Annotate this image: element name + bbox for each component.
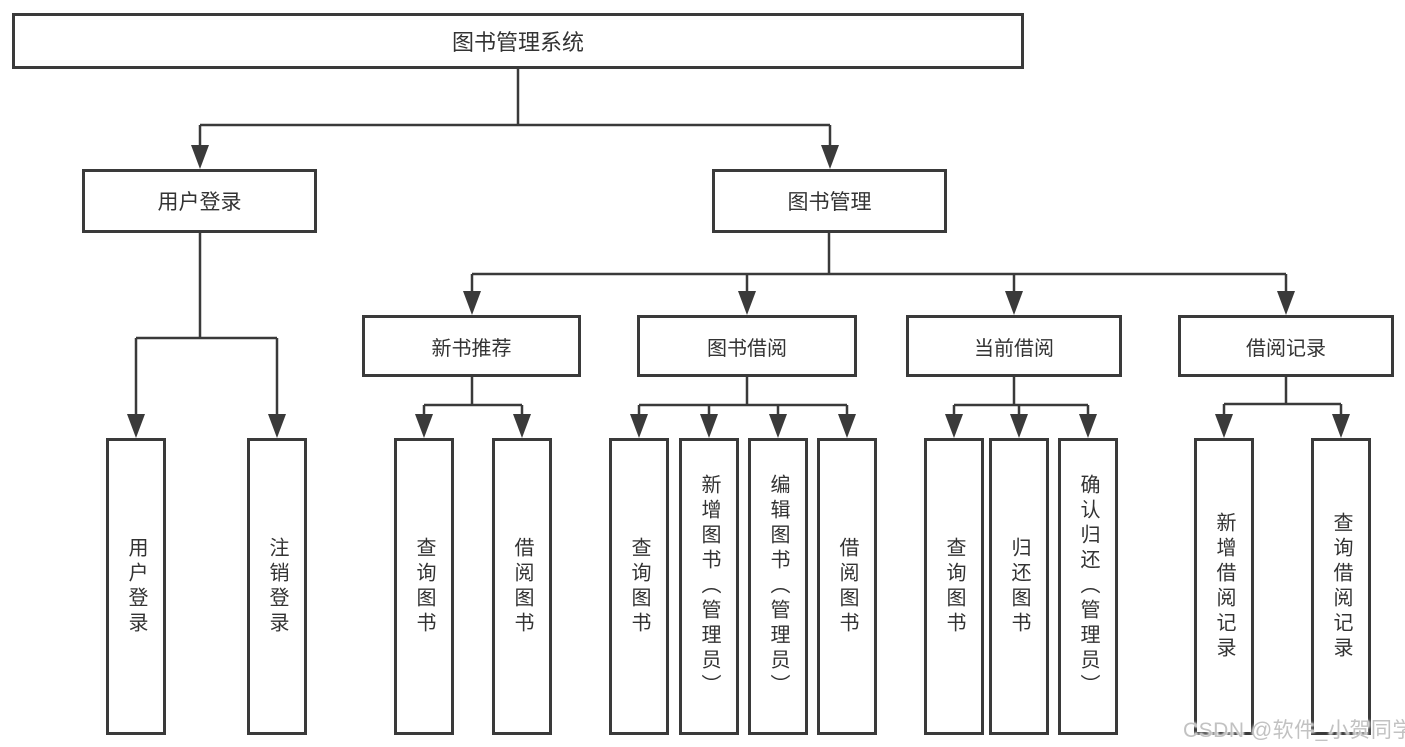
node-current-borrowing: 当前借阅	[906, 315, 1122, 377]
leaf-current-return-books: 归还图书	[989, 438, 1049, 735]
node-book-management: 图书管理	[712, 169, 947, 233]
leaf-user-login: 用户登录	[106, 438, 166, 735]
leaf-records-query-record: 查询借阅记录	[1311, 438, 1371, 735]
leaf-current-confirm-return-admin: 确认归还（管理员）	[1058, 438, 1118, 735]
node-root-system: 图书管理系统	[12, 13, 1024, 69]
leaf-logout: 注销登录	[247, 438, 307, 735]
leaf-borrowing-add-books-admin: 新增图书（管理员）	[679, 438, 739, 735]
csdn-watermark: CSDN @软件_小贺同学	[1183, 719, 1405, 742]
leaf-borrowing-edit-books-admin: 编辑图书（管理员）	[748, 438, 808, 735]
node-user-login: 用户登录	[82, 169, 317, 233]
leaf-recommend-query-books: 查询图书	[394, 438, 454, 735]
leaf-current-query-books: 查询图书	[924, 438, 984, 735]
leaf-borrowing-query-books: 查询图书	[609, 438, 669, 735]
node-book-borrowing: 图书借阅	[637, 315, 857, 377]
node-new-book-recommend: 新书推荐	[362, 315, 581, 377]
leaf-recommend-borrow-books: 借阅图书	[492, 438, 552, 735]
node-borrowing-records: 借阅记录	[1178, 315, 1394, 377]
leaf-records-add-record: 新增借阅记录	[1194, 438, 1254, 735]
leaf-borrowing-borrow-books: 借阅图书	[817, 438, 877, 735]
